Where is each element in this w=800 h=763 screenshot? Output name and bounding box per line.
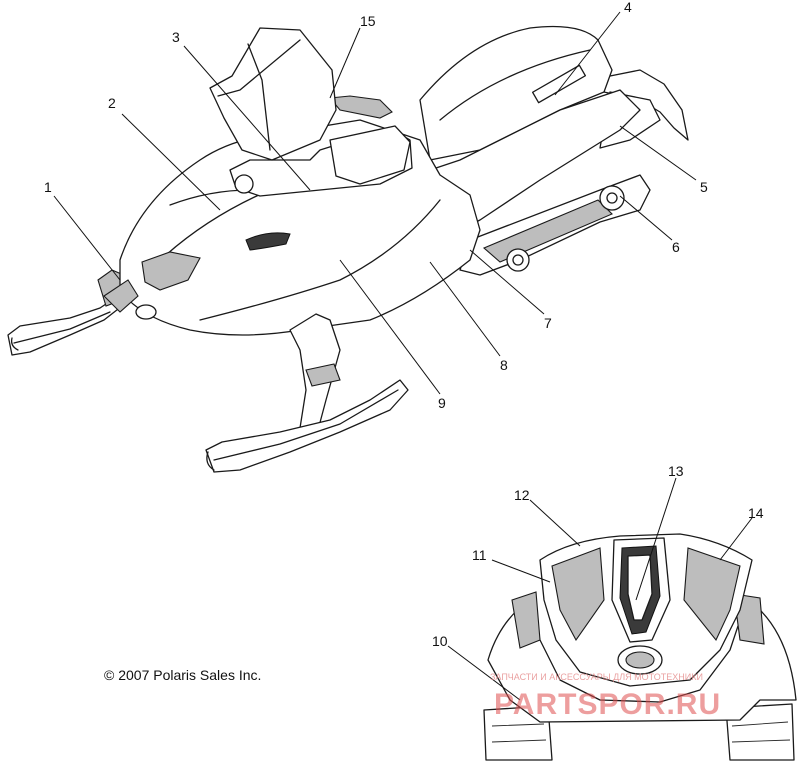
snowmobile-side-view (7, 25, 689, 473)
leader-lines (53, 11, 753, 701)
callout-13: 13 (668, 463, 684, 479)
copyright-text: © 2007 Polaris Sales Inc. (104, 667, 261, 683)
callout-2: 2 (108, 95, 116, 111)
callout-10: 10 (432, 633, 448, 649)
snowmobile-front-view (483, 533, 797, 761)
callout-11: 11 (472, 547, 487, 563)
callout-3: 3 (172, 29, 180, 45)
callout-labels: 1 2 3 4 5 6 7 8 9 10 11 12 13 14 15 (44, 0, 764, 649)
callout-5: 5 (700, 179, 708, 195)
watermark: ЗАПЧАСТИ И АКСЕССУАРЫ ДЛЯ МОТОТЕХНИКИ PA… (490, 672, 721, 721)
callout-6: 6 (672, 239, 680, 255)
watermark-logo: PARTSPOR.RU (494, 688, 721, 721)
watermark-tagline: ЗАПЧАСТИ И АКСЕССУАРЫ ДЛЯ МОТОТЕХНИКИ (490, 672, 703, 682)
callout-12: 12 (514, 487, 530, 503)
callout-14: 14 (748, 505, 764, 521)
callout-7: 7 (544, 315, 552, 331)
callout-1: 1 (44, 179, 52, 195)
callout-4: 4 (624, 0, 632, 15)
callout-8: 8 (500, 357, 508, 373)
callout-15: 15 (360, 13, 376, 29)
callout-9: 9 (438, 395, 446, 411)
